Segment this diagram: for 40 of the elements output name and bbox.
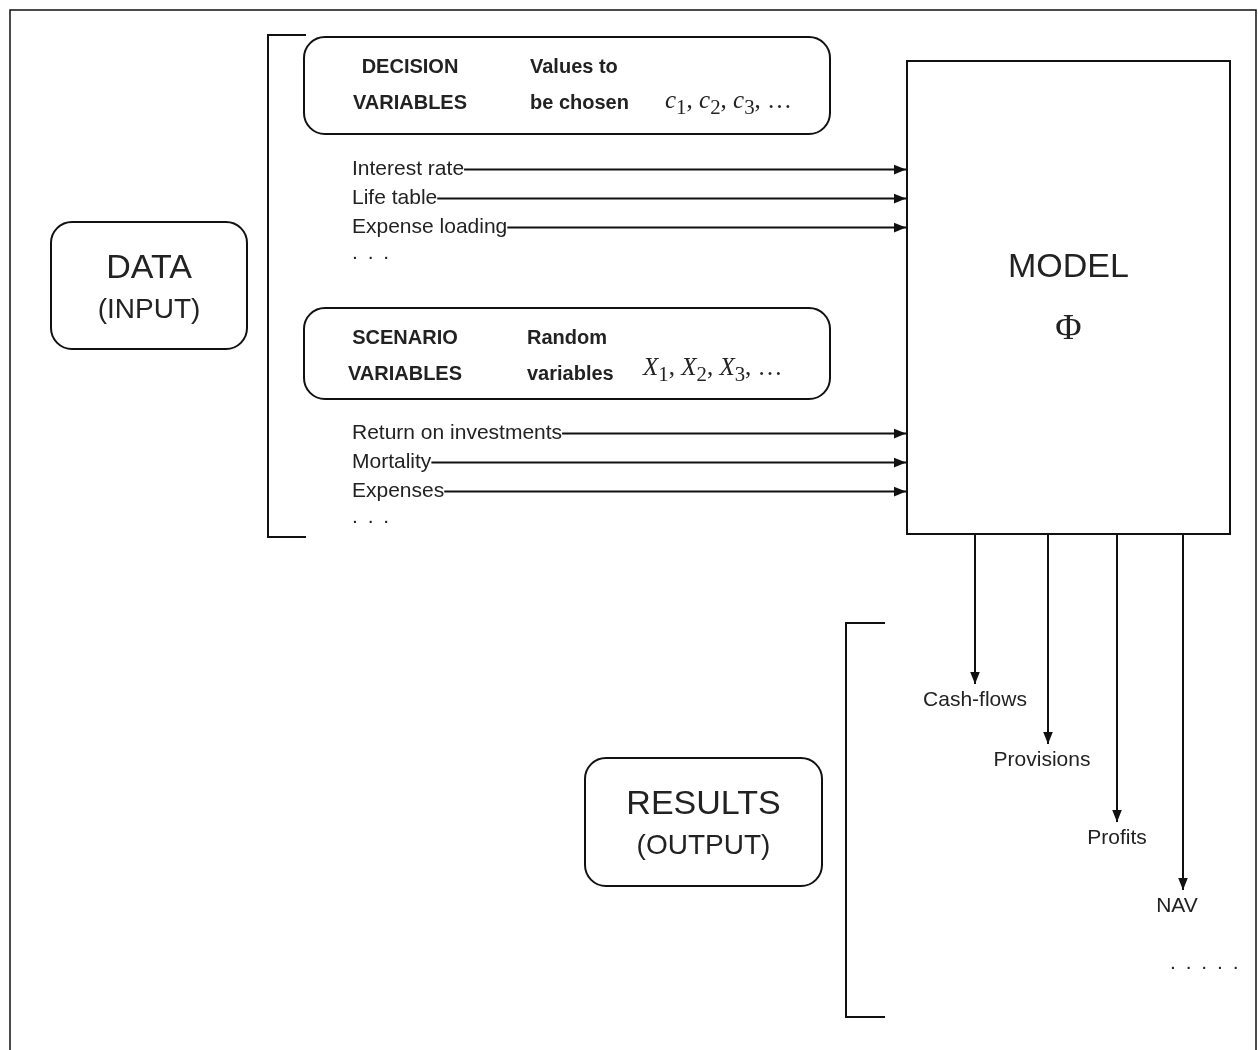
- box-subtitle: (INPUT): [97, 291, 201, 326]
- input-label: Life table: [352, 184, 438, 210]
- math-text: X$_{1}$, X$_{2}$, X$_{3}$, …: [643, 353, 783, 387]
- box-subtitle: (OUTPUT): [636, 828, 771, 863]
- output-label: Profits: [1087, 824, 1147, 850]
- model-box: [906, 60, 1231, 535]
- input-label: Expense loading: [352, 213, 508, 239]
- data-box: [50, 221, 248, 350]
- input-label: Interest rate: [352, 155, 465, 181]
- description-text: Values to be chosen: [530, 54, 630, 115]
- arrow: [436, 193, 907, 204]
- output-label: NAV: [1156, 892, 1198, 918]
- math-text: c$_{1}$, c$_{2}$, c$_{3}$, …: [665, 86, 793, 120]
- arrow: [430, 457, 907, 468]
- input-label: Mortality: [352, 448, 432, 474]
- description-text: Random variables: [527, 325, 615, 386]
- ellipsis-text: . . .: [352, 240, 392, 264]
- output-label: Cash-flows: [923, 686, 1027, 712]
- box-subtitle: Φ: [1055, 306, 1082, 350]
- ellipsis-text: . . . . .: [1170, 950, 1241, 974]
- box-title: DATA: [106, 245, 192, 287]
- arrow: [506, 222, 907, 233]
- arrow: [1178, 534, 1188, 891]
- arrow: [443, 486, 907, 497]
- results-box: [584, 757, 823, 887]
- heading-text: SCENARIO VARIABLES: [346, 325, 464, 386]
- output-label: Provisions: [993, 746, 1091, 772]
- input-label: Expenses: [352, 477, 445, 503]
- heading-text: DECISION VARIABLES: [351, 54, 469, 115]
- arrow: [970, 534, 980, 685]
- scenario-variables-box: [303, 307, 831, 400]
- arrow: [463, 164, 907, 175]
- ellipsis-text: . . .: [352, 504, 392, 528]
- input-label: Return on investments: [352, 419, 563, 445]
- box-title: RESULTS: [626, 782, 781, 824]
- box-title: MODEL: [1008, 245, 1129, 287]
- decision-variables-box: [303, 36, 831, 135]
- arrow: [1112, 534, 1122, 823]
- arrow: [561, 428, 907, 439]
- arrow: [1043, 534, 1053, 745]
